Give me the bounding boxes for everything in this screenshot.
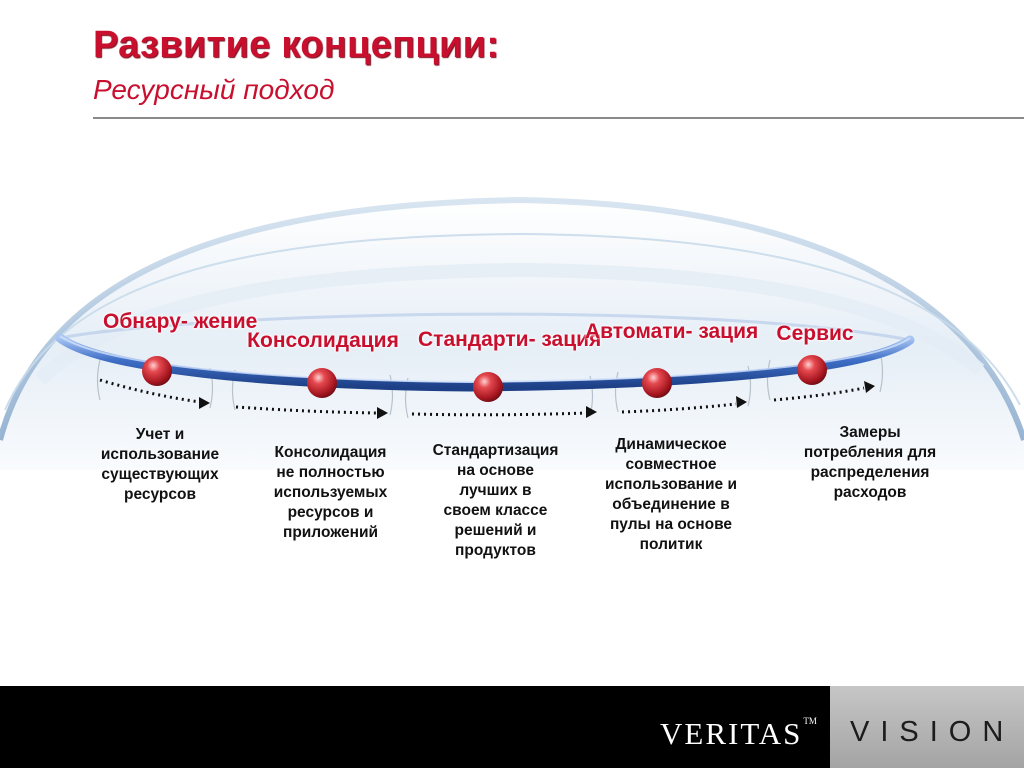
stage-description-standardization: Стандартизация на основе лучших в своем … [432,442,559,559]
stage-label-automation: Автомати- зация [585,320,759,343]
footer-vision-panel [830,686,1024,768]
arrow-heads [199,381,875,419]
ring-back-edge [59,312,911,342]
node-automation [642,368,672,398]
veritas-wordmark: VERITAS [660,716,803,751]
stage-label-service: Сервис [776,322,854,345]
dome-outer-arc [0,196,1024,441]
stage-description-consolidation: Консолидация не полностью используемых р… [273,444,388,541]
progress-arrows [99,378,865,417]
header-divider [93,117,1024,119]
veritas-logo: VERITASTM [660,716,817,752]
trademark-mark: TM [803,716,817,726]
stage-label-discovery: Обнару- жение [103,310,258,333]
node-discovery [142,356,172,386]
stage-description-service: Замеры потребления для распределения рас… [803,424,937,501]
evolution-diagram [0,196,1024,470]
stage-nodes [142,355,827,402]
dome-inner-arc [4,232,1021,411]
dome-background [0,200,1024,470]
node-service [797,355,827,385]
stage-label-standardization: Стандарти- зация [418,328,602,351]
node-consolidation [307,368,337,398]
page-title: Развитие концепции: [93,24,500,66]
stage-description-discovery: Учет и использование существующих ресурс… [100,426,220,503]
dome-glow-arc [35,262,985,385]
evolution-ring [55,333,915,392]
ring-highlight [59,335,911,384]
stage-label-consolidation: Консолидация [247,329,399,352]
node-standardization [473,372,503,402]
page-subtitle: Ресурсный подход [93,74,335,105]
vision-logo: VISION [850,716,1015,748]
stage-description-automation: Динамическое совместное использование и … [604,436,738,553]
